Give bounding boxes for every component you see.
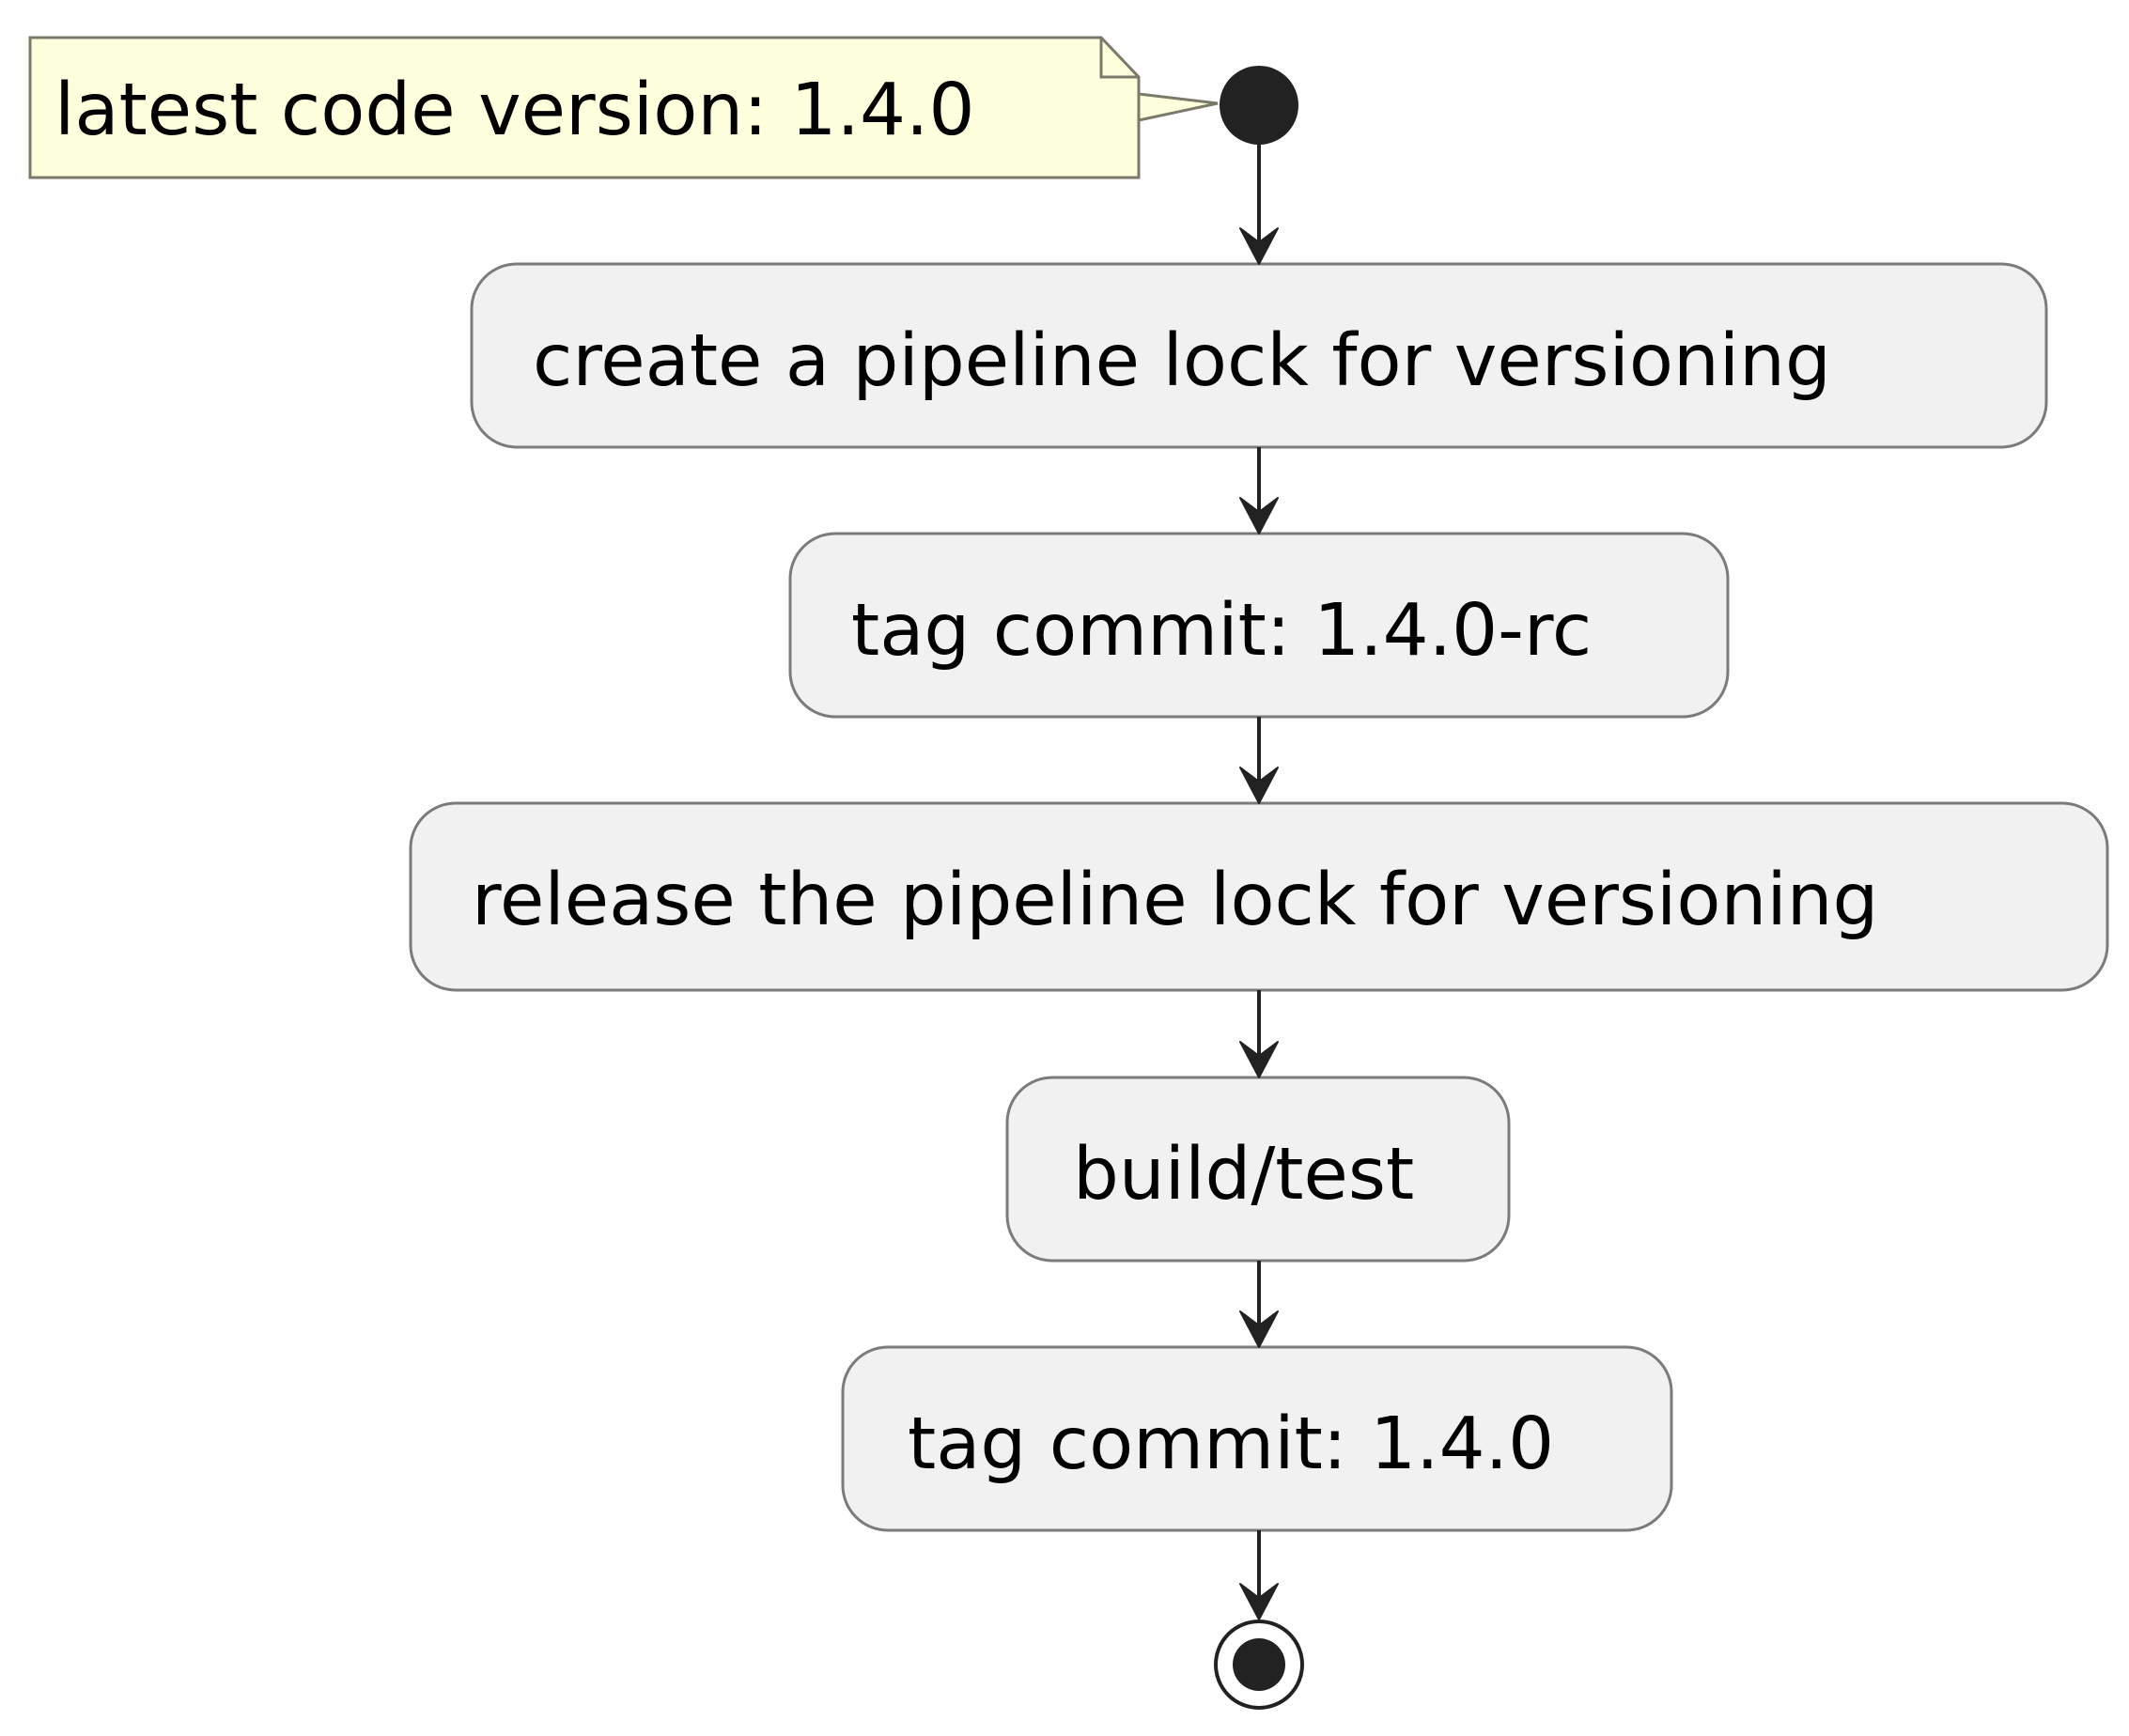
action-label: create a pipeline lock for versioning — [533, 319, 1831, 403]
note-text: latest code version: 1.4.0 — [54, 69, 974, 152]
note-fold — [1099, 38, 1139, 79]
connector-step-1-to-step-2 — [1239, 447, 1279, 535]
action-label: build/test — [1073, 1133, 1414, 1217]
end-node — [1214, 1620, 1304, 1710]
action-step-2: tag commit: 1.4.0-rc — [788, 532, 1730, 719]
note-connector — [1137, 92, 1219, 122]
connector-step-5-to-end — [1239, 1530, 1279, 1620]
action-label: release the pipeline lock for versioning — [472, 859, 1878, 942]
start-node — [1220, 66, 1298, 145]
action-step-5: tag commit: 1.4.0 — [841, 1345, 1673, 1532]
action-label: tag commit: 1.4.0-rc — [851, 589, 1592, 673]
action-step-3: release the pipeline lock for versioning — [409, 801, 2109, 992]
end-node-dot — [1233, 1638, 1285, 1691]
action-step-1: create a pipeline lock for versioning — [470, 262, 2048, 449]
connector-step-4-to-step-5 — [1239, 1261, 1279, 1348]
connector-start-to-step-1 — [1239, 145, 1279, 265]
action-step-4: build/test — [1005, 1076, 1511, 1263]
note: latest code version: 1.4.0 — [28, 36, 1219, 179]
note-shape — [28, 36, 1141, 179]
connector-step-3-to-step-4 — [1239, 990, 1279, 1078]
connector-step-2-to-step-3 — [1239, 717, 1279, 804]
action-label: tag commit: 1.4.0 — [908, 1403, 1554, 1486]
